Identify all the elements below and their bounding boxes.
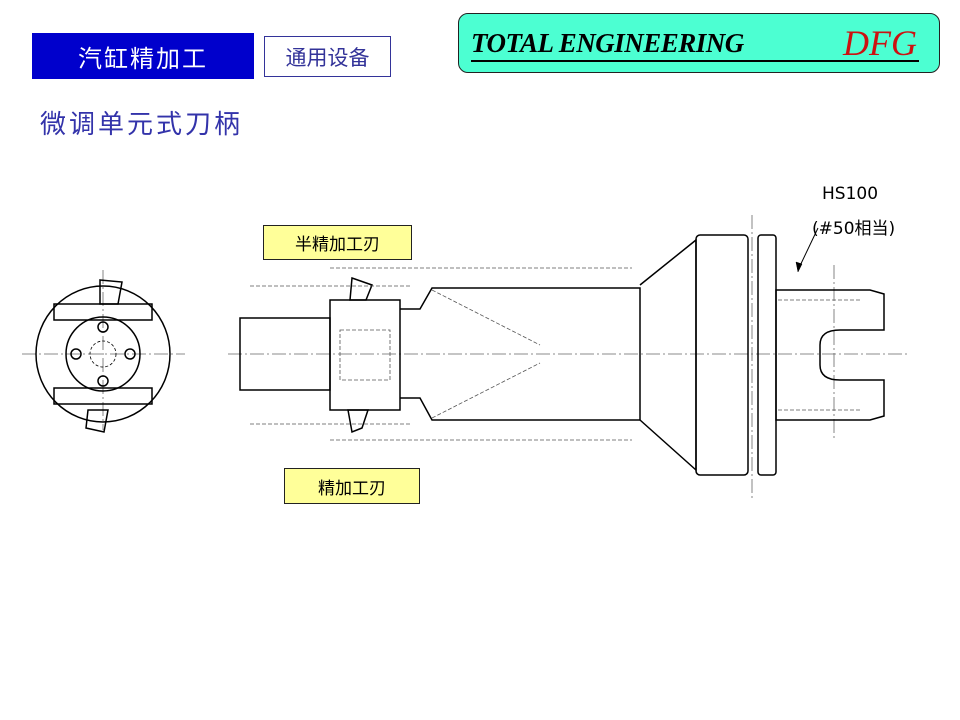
- end-view: [35, 279, 171, 433]
- leader-arrow: [797, 227, 819, 271]
- subcategory-badge: 通用设备: [264, 36, 391, 77]
- page-title: 微调单元式刀柄: [40, 110, 244, 140]
- finish-label: 精加工刃: [284, 468, 420, 504]
- brand-banner: TOTAL ENGINEERING DFG: [458, 13, 940, 73]
- brand-underline: [471, 60, 919, 62]
- category-badge: 汽缸精加工: [32, 33, 254, 79]
- brand-text: TOTAL ENGINEERING: [471, 28, 744, 58]
- side-view: [239, 234, 885, 476]
- spindle-spec: HS100: [822, 184, 879, 204]
- semi-finish-label: 半精加工刃: [263, 225, 412, 260]
- brand-logo: DFG: [843, 23, 917, 63]
- arrow-head-icon: [795, 261, 803, 273]
- spindle-note: (#50相当): [812, 219, 896, 239]
- centerlines: [22, 215, 910, 500]
